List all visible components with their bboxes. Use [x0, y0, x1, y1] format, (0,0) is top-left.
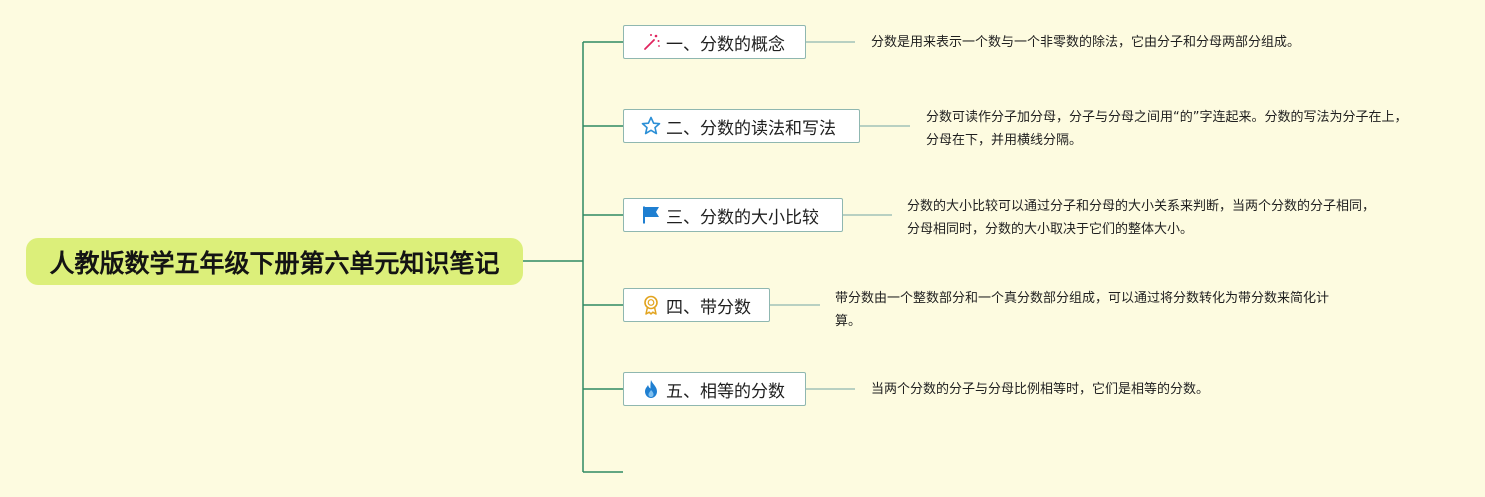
branch-title: 四、带分数: [666, 297, 751, 318]
sparkle-wand-icon: [640, 31, 662, 53]
branch-title: 一、分数的概念: [666, 34, 785, 55]
branch-concept[interactable]: 一、分数的概念: [623, 25, 806, 59]
flame-icon: [640, 378, 662, 400]
branch-mixed-numbers[interactable]: 四、带分数: [623, 288, 770, 322]
branch-reading-writing[interactable]: 二、分数的读法和写法: [623, 109, 860, 143]
medal-icon: [640, 294, 662, 316]
branch-title: 三、分数的大小比较: [666, 207, 819, 228]
note-comparison: 分数的大小比较可以通过分子和分母的大小关系来判断，当两个分数的分子相同，分母相同…: [907, 199, 1376, 237]
note-equal-fractions: 当两个分数的分子与分母比例相等时，它们是相等的分数。: [871, 382, 1210, 397]
root-topic[interactable]: 人教版数学五年级下册第六单元知识笔记: [26, 238, 523, 285]
branch-title: 五、相等的分数: [666, 381, 785, 402]
branch-equal-fractions[interactable]: 五、相等的分数: [623, 372, 806, 406]
root-title: 人教版数学五年级下册第六单元知识笔记: [49, 248, 500, 278]
note-reading-writing: 分数可读作分子加分母，分子与分母之间用“的”字连起来。分数的写法为分子在上，分母…: [926, 110, 1408, 148]
note-concept: 分数是用来表示一个数与一个非零数的除法，它由分子和分母两部分组成。: [871, 35, 1301, 50]
note-mixed-numbers: 带分数由一个整数部分和一个真分数部分组成，可以通过将分数转化为带分数来简化计算。: [835, 291, 1330, 329]
branch-comparison[interactable]: 三、分数的大小比较: [623, 198, 843, 232]
star-outline-icon: [640, 115, 662, 137]
branch-title: 二、分数的读法和写法: [666, 118, 836, 139]
flag-icon: [640, 204, 662, 226]
